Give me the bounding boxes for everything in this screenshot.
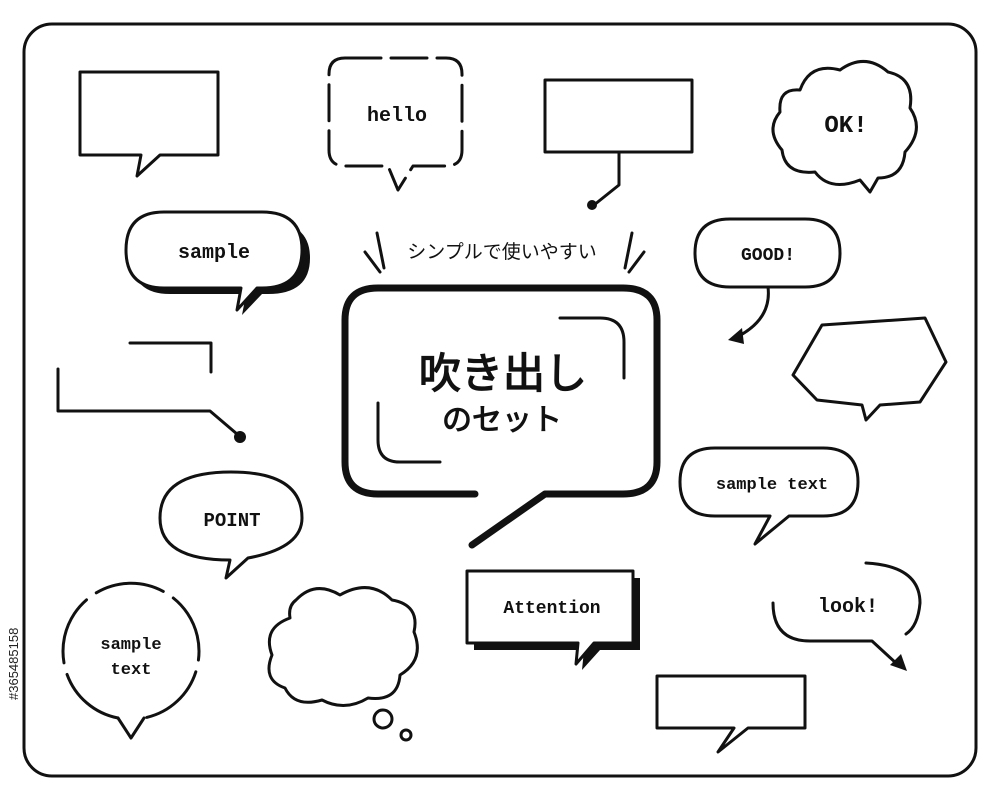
bubble-ok: OK!: [771, 60, 918, 194]
bubble-attention-text: Attention: [503, 599, 600, 619]
bubble-hello: hello: [327, 56, 464, 192]
title-top-text: シンプルで使いやすい: [407, 241, 596, 263]
stock-id-text: #365485158: [6, 627, 21, 700]
bubble-circle-dashed: sample text: [61, 581, 201, 740]
bubble-rect-top-left: [78, 70, 220, 178]
bubble-sample-text-right: sample text: [678, 446, 860, 546]
outer-frame: [22, 22, 978, 778]
bubble-good: GOOD!: [693, 217, 842, 344]
bubble-sample: sample: [124, 210, 310, 315]
bubble-line-pointer: [56, 341, 246, 443]
bubble-look: look!: [771, 561, 922, 671]
bubble-hexagon: [791, 316, 948, 422]
bubble-look-text: look!: [818, 596, 878, 619]
bubble-ok-text: OK!: [824, 113, 867, 140]
bubble-circle-text-1: sample: [100, 636, 161, 655]
title-main-text: 吹き出し: [419, 349, 587, 398]
bubble-attention: Attention: [465, 569, 640, 670]
bubble-circle-text-2: text: [111, 661, 152, 680]
bubble-sample-text: sample: [178, 242, 250, 265]
bubble-point-text: POINT: [203, 510, 260, 532]
title-bubble: シンプルで使いやすい 吹き出し のセット: [341, 231, 661, 549]
bubble-sample-text-right-text: sample text: [716, 476, 828, 495]
stock-id-watermark: #365485158: [2, 560, 26, 700]
bubble-rect-pointer: [543, 78, 694, 210]
title-sub-text: のセット: [442, 403, 562, 438]
title-burst-lines: [363, 231, 646, 274]
bubble-thought-cloud: [267, 586, 419, 742]
bubble-rect-bottom: [655, 674, 807, 754]
bubble-hello-text: hello: [367, 105, 427, 128]
bubble-point: POINT: [158, 470, 304, 580]
bubble-good-text: GOOD!: [741, 246, 795, 266]
